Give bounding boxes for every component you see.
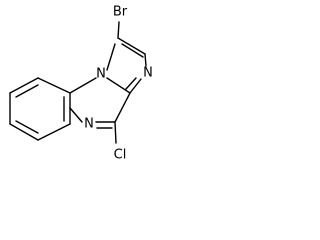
bonds <box>9 21 147 144</box>
molecule-structure: Br N N N Cl <box>9 5 153 163</box>
bond-n9-c9a <box>69 77 97 94</box>
bond-c1-c2-double <box>121 43 144 58</box>
atom-label-nitrogen-imidazole: N <box>143 66 153 81</box>
bond-c3a-n9 <box>106 77 131 94</box>
bond-c9-c8-double <box>15 84 39 98</box>
bond-n3-c3a <box>129 78 142 94</box>
atom-labels: Br N N N Cl <box>84 5 153 163</box>
bond-n5-c5a <box>69 107 83 123</box>
bond-c1-c2 <box>117 37 146 55</box>
atom-label-nitrogen-pyrazine: N <box>84 117 94 132</box>
atom-label-chlorine: Cl <box>114 148 127 163</box>
bond-c1-br <box>117 21 120 39</box>
atom-label-nitrogen-bridgehead: N <box>96 67 106 82</box>
bond-c7-c6-double <box>15 120 39 134</box>
bond-c7-c6 <box>9 123 39 141</box>
bond-c9-c8 <box>9 77 39 94</box>
bond-c3a-n3-double <box>125 77 137 90</box>
bond-c3a-c4 <box>114 92 131 123</box>
bond-n9-c1 <box>106 43 116 71</box>
bond-c6-c5a <box>37 123 71 141</box>
bond-c2-n3 <box>144 53 147 67</box>
bond-c9a-c9 <box>37 77 71 94</box>
bond-c4-cl <box>114 121 117 144</box>
atom-label-bromine: Br <box>113 5 128 20</box>
